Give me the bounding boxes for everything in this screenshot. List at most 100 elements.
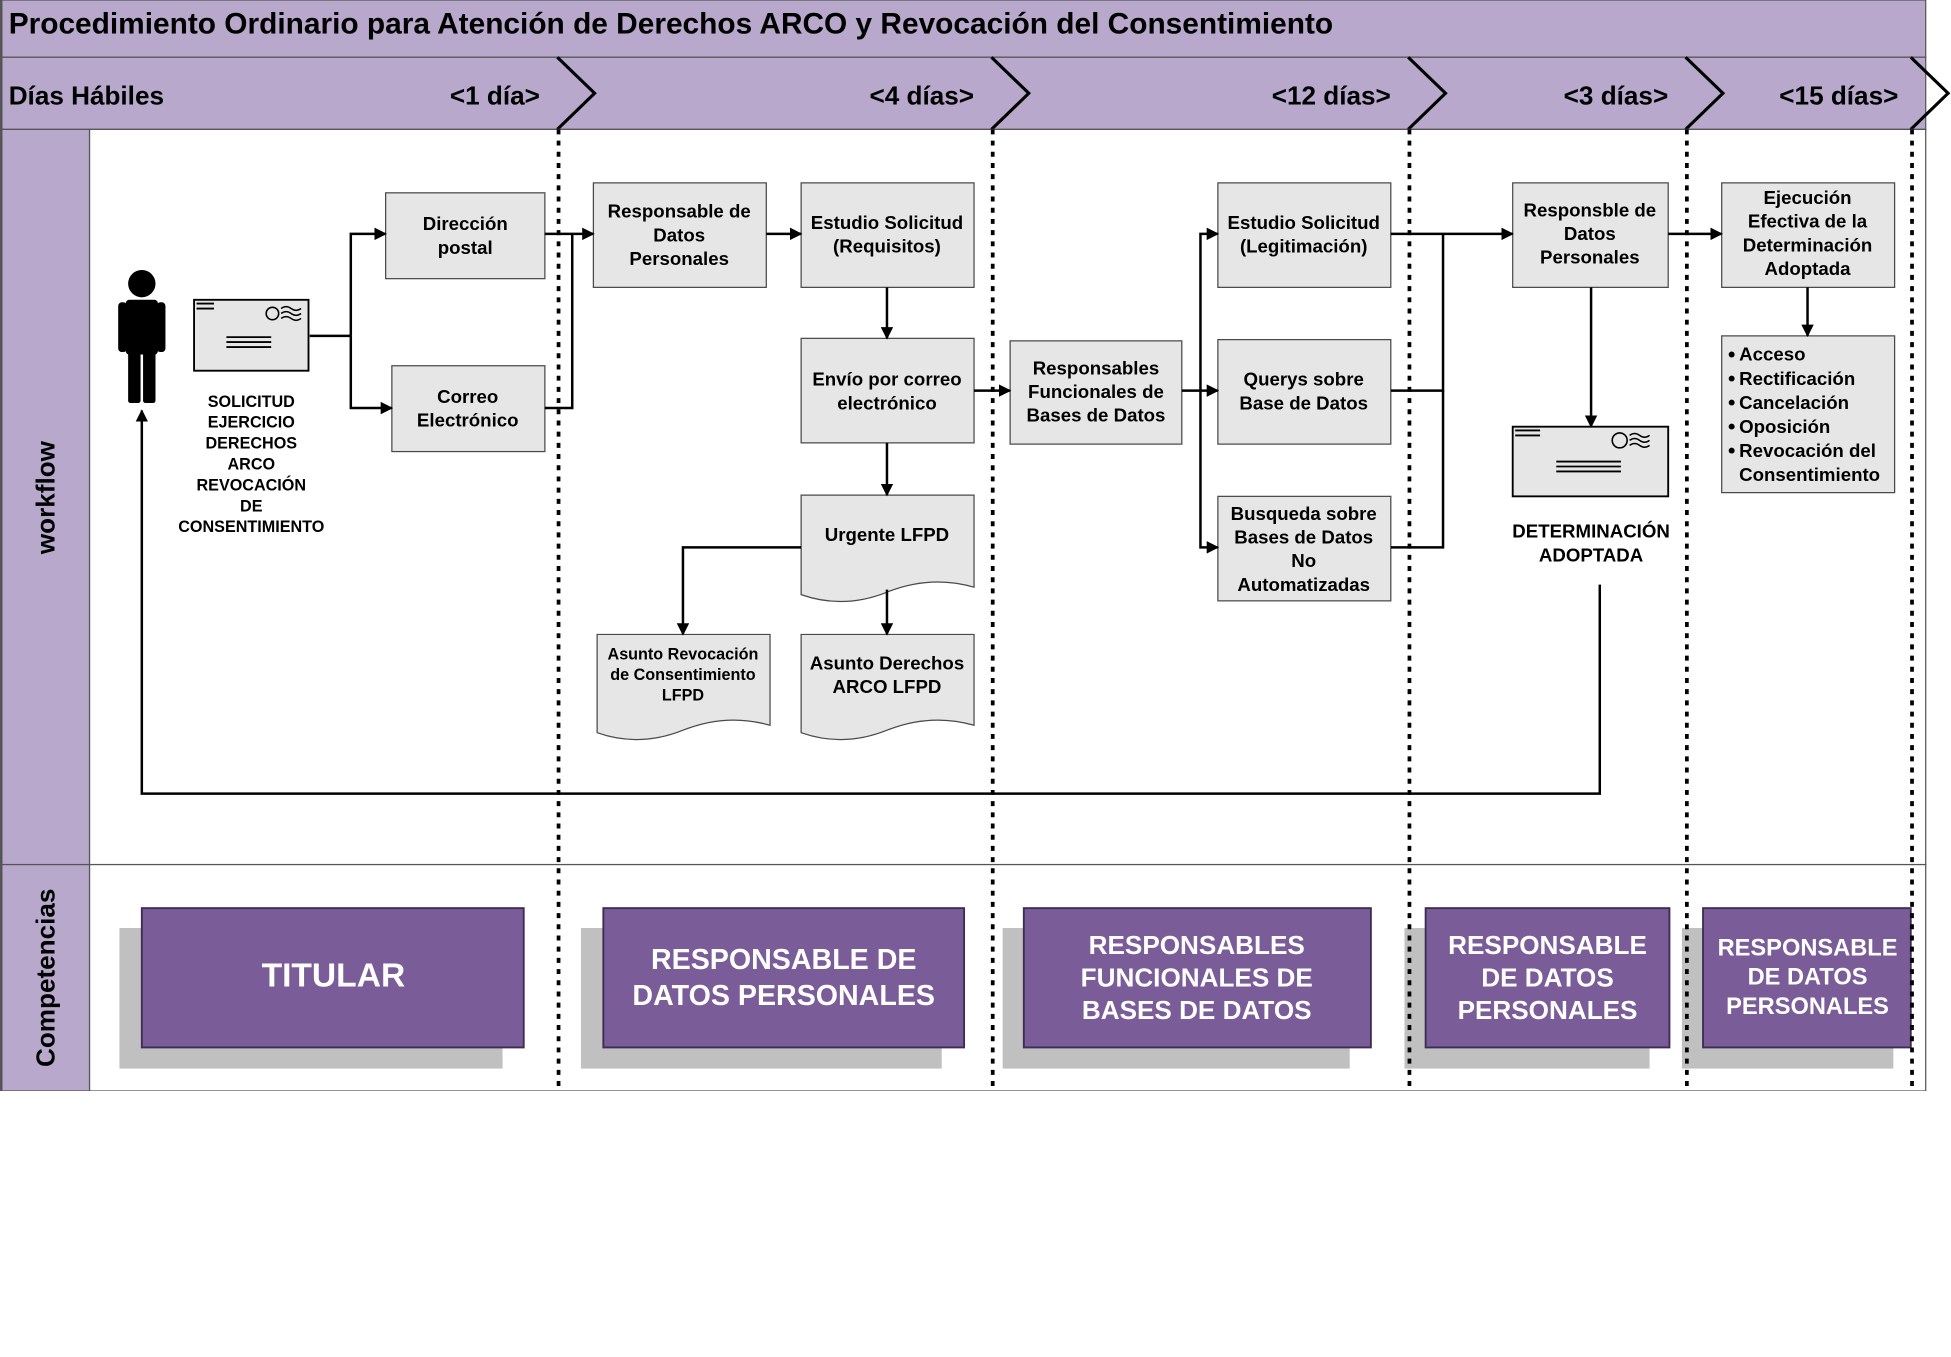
busqueda-label-line-2: Bases de Datos — [1234, 527, 1373, 548]
competencia-box-1 — [140, 907, 525, 1049]
solicitud-label-line-2: EJERCICIO — [208, 414, 295, 432]
envio-correo-label-line-1: Envío por correo — [812, 369, 961, 390]
workflow-lane-label: workflow — [31, 440, 61, 555]
busqueda-box — [1217, 495, 1392, 602]
ejecucion-box — [1721, 182, 1896, 288]
determinacion-label-line-1: DETERMINACIÓN — [1512, 520, 1670, 541]
responsables-funcionales-label-line-2: Funcionales de — [1028, 381, 1164, 402]
responsable-datos-2-label-line-2: Datos — [1564, 223, 1616, 244]
connector-correo-to-responsable — [544, 233, 574, 410]
ejecucion-label-line-3: Determinación — [1743, 234, 1873, 255]
competencia-label-5-line-2: DE DATOS — [1748, 965, 1868, 991]
estudio-requisitos-box — [800, 182, 975, 288]
dias-habiles-label: Días Hábiles — [9, 80, 164, 110]
responsables-funcionales-label-line-1: Responsables — [1033, 357, 1160, 378]
determinacion-label-line-2: ADOPTADA — [1539, 545, 1643, 566]
competencia-label-2-line-2: DATOS PERSONALES — [632, 980, 935, 1012]
responsable-datos-label-line-3: Personales — [629, 248, 729, 269]
bullet-icon — [1728, 399, 1735, 406]
derechos-list-item: Rectificación — [1739, 368, 1855, 389]
bullet-icon — [1728, 375, 1735, 382]
chevron-1 — [556, 56, 597, 131]
derechos-list-item: Cancelación — [1739, 392, 1849, 413]
derechos-list-box — [1721, 335, 1896, 494]
chevron-4 — [1684, 56, 1726, 131]
competencia-label-3-line-2: FUNCIONALES DE — [1081, 962, 1313, 992]
competencias-lane-label: Competencias — [31, 889, 61, 1067]
responsable-datos-label-line-1: Responsable de — [608, 201, 751, 222]
direccion-postal-box — [385, 192, 546, 280]
connector-to-busqueda — [1199, 390, 1220, 554]
derechos-list: AccesoRectificaciónCancelaciónOposiciónR… — [1728, 344, 1880, 485]
asunto-derechos-document — [800, 633, 975, 741]
competencia-label-5-line-1: RESPONSABLE — [1718, 935, 1898, 961]
responsables-funcionales-label-line-3: Bases de Datos — [1026, 405, 1165, 426]
phase-separators — [556, 129, 1914, 1091]
querys-box — [1217, 338, 1392, 445]
competencia-box-3 — [1022, 907, 1372, 1049]
phase-label-1: <1 día> — [450, 80, 540, 110]
envio-correo-box — [800, 337, 975, 444]
solicitud-label-line-5: REVOCACIÓN — [197, 475, 307, 494]
competencia-label-3-line-3: BASES DE DATOS — [1082, 995, 1312, 1025]
phase-label-5: <15 días> — [1779, 80, 1898, 110]
derechos-list-item: Acceso — [1739, 344, 1805, 365]
busqueda-label-line-4: Automatizadas — [1237, 574, 1370, 595]
chevron-2 — [990, 56, 1032, 131]
bullet-icon — [1728, 351, 1735, 358]
title-bar — [0, 0, 1927, 58]
solicitud-label-line-4: ARCO — [227, 455, 275, 473]
phase-label-4: <3 días> — [1564, 80, 1669, 110]
querys-label-line-1: Querys sobre — [1244, 369, 1364, 390]
estudio-legitimacion-label-line-2: (Legitimación) — [1240, 236, 1368, 257]
competencia-label-1-line-1: TITULAR — [262, 957, 406, 994]
direccion-postal-label-line-1: Dirección — [423, 213, 508, 234]
responsables-funcionales-box — [1009, 340, 1183, 445]
phase-label-2: <4 días> — [870, 80, 975, 110]
competencia-label-2-line-1: RESPONSABLE DE — [651, 944, 916, 976]
solicitud-label-line-7: CONSENTIMIENTO — [178, 518, 324, 536]
days-header-band — [0, 56, 1927, 130]
responsable-datos-2-label-line-1: Responsble de — [1523, 199, 1656, 220]
correo-electronico-label-line-1: Correo — [437, 386, 498, 407]
asunto-revocacion-label-line-1: Asunto Revocación — [608, 645, 759, 663]
chevron-3 — [1407, 56, 1448, 131]
solicitud-label-line-1: SOLICITUD — [208, 393, 295, 411]
estudio-requisitos-label-line-1: Estudio Solicitud — [811, 212, 963, 233]
responsable-datos-2-label-line-3: Personales — [1540, 247, 1640, 268]
estudio-requisitos-label: Estudio Solicitud(Requisitos) — [811, 212, 963, 257]
direccion-postal-label-line-2: postal — [438, 237, 493, 258]
derechos-list-item: Consentimiento — [1739, 464, 1880, 485]
derechos-list-item: Revocación del — [1739, 440, 1876, 461]
bullet-icon — [1728, 447, 1735, 454]
asunto-revocacion-label-line-2: de Consentimiento — [610, 666, 756, 684]
busqueda-label-line-3: No — [1291, 550, 1316, 571]
competencia-box-2 — [602, 907, 966, 1049]
competencias-lane-label-bg — [0, 863, 91, 1092]
urgente-lfpd-label-line-1: Urgente LFPD — [825, 524, 949, 545]
asunto-revocacion-document — [596, 633, 771, 741]
asunto-derechos-label-line-2: ARCO LFPD — [833, 676, 942, 697]
ejecucion-label-line-2: Efectiva de la — [1748, 211, 1868, 232]
competencia-box-4 — [1424, 907, 1671, 1049]
envio-correo-label-line-2: electrónico — [837, 392, 937, 413]
competencia-label-3-line-1: RESPONSABLES — [1089, 930, 1305, 960]
connector-to-legitimacion — [1199, 227, 1220, 391]
competencia-box-5 — [1702, 907, 1912, 1049]
connector-to-correo — [349, 335, 394, 415]
correo-electronico-label-line-2: Electrónico — [417, 410, 519, 431]
competencia-label-1: TITULAR — [262, 957, 406, 994]
asunto-revocacion-label-line-3: LFPD — [662, 686, 704, 704]
